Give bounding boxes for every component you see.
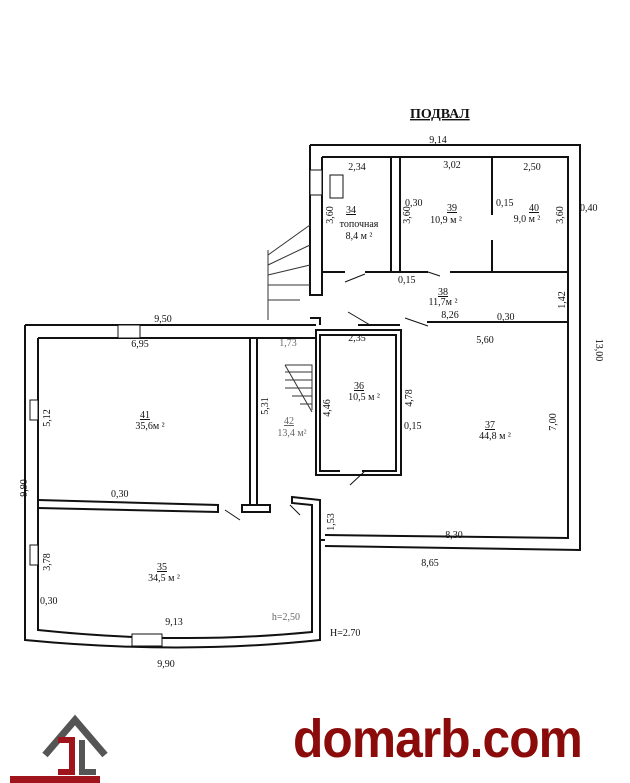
dimension: 2,35 (348, 333, 366, 344)
dimension: 4,46 (322, 399, 333, 417)
dimension: 9,90 (157, 659, 175, 670)
dimension-labels: 9,14 2,34 3,02 2,50 3,60 3,60 3,60 0,30 … (19, 135, 604, 670)
dimension: 3,60 (555, 206, 566, 224)
room-number: 41 (140, 410, 150, 421)
room-number: 37 (485, 420, 495, 431)
dimension: 13,00 (593, 339, 604, 362)
dimension: 3,78 (42, 553, 53, 571)
dimension: 0,15 (496, 198, 514, 209)
dimension: 3,60 (402, 206, 413, 224)
window (117, 324, 141, 339)
dimension: 0,15 (404, 421, 422, 432)
dimension: 0,30 (40, 596, 58, 607)
room-area: 10,5 м ² (348, 392, 380, 403)
walls-left-block (24, 169, 325, 649)
room-number: 38 (438, 287, 448, 298)
dimension: 3,02 (443, 160, 461, 171)
boiler-icon (329, 174, 344, 199)
room-area: 34,5 м ² (148, 573, 180, 584)
dimension: 9,14 (429, 135, 447, 146)
room-number: 35 (157, 562, 167, 573)
dimension: 0,30 (111, 489, 129, 500)
window (131, 633, 163, 647)
room-area: 11,7м ² (429, 297, 458, 308)
room-number: 39 (447, 203, 457, 214)
room-number: 34 (346, 205, 356, 216)
dimension: 0,30 (405, 198, 423, 209)
dimension: 0,15 (398, 275, 416, 286)
dimension: 1,73 (279, 338, 297, 349)
door-swings (224, 271, 441, 521)
room-number: 36 (354, 381, 364, 392)
dimension: 9,90 (19, 479, 30, 497)
dimension: 5,31 (260, 397, 271, 415)
watermark-text: domarb.com (293, 709, 583, 769)
room-area: 44,8 м ² (479, 431, 511, 442)
company-logo (10, 714, 108, 783)
ceiling-height-outer: H=2.70 (330, 628, 360, 639)
window (29, 399, 39, 421)
dimension: 7,00 (548, 413, 559, 431)
room-area: 9,0 м ² (514, 214, 541, 225)
dimension: 0,30 (497, 312, 515, 323)
dimension: 2,50 (523, 162, 541, 173)
room-area: 35,6м ² (135, 421, 164, 432)
room-name: топочная (340, 219, 379, 230)
room-area: 10,9 м ² (430, 215, 462, 226)
dimension: 8,65 (421, 558, 439, 569)
dimension: 8,30 (445, 530, 463, 541)
dimension: 5,12 (42, 409, 53, 427)
room-area: 13,4 м² (277, 428, 306, 439)
stairs-lower (284, 364, 313, 413)
room-area: 8,4 м ² (346, 231, 373, 242)
walls-right-block (309, 144, 581, 552)
dimension: 4,78 (404, 389, 415, 407)
dimension: 1,53 (326, 513, 337, 531)
dimension: 9,13 (165, 617, 183, 628)
dimension: 3,60 (325, 206, 336, 224)
dimension: 0,40 (580, 203, 598, 214)
dimension: 5,60 (476, 335, 494, 346)
ceiling-height-inner: h=2,50 (272, 612, 300, 623)
room-labels: 34 топочная 8,4 м ² 39 10,9 м ² 40 9,0 м… (135, 203, 540, 584)
plan-title: ПОДВАЛ (410, 107, 470, 122)
room-number: 42 (284, 416, 294, 427)
dimension: 6,95 (131, 339, 149, 350)
room-number: 40 (529, 203, 539, 214)
window (29, 544, 39, 566)
window (309, 169, 323, 196)
dimension: 8,26 (441, 310, 459, 321)
dimension: 9,50 (154, 314, 172, 325)
dimension: 1,42 (557, 291, 568, 309)
dimension: 2,34 (348, 162, 366, 173)
stairs-upper (267, 224, 311, 320)
